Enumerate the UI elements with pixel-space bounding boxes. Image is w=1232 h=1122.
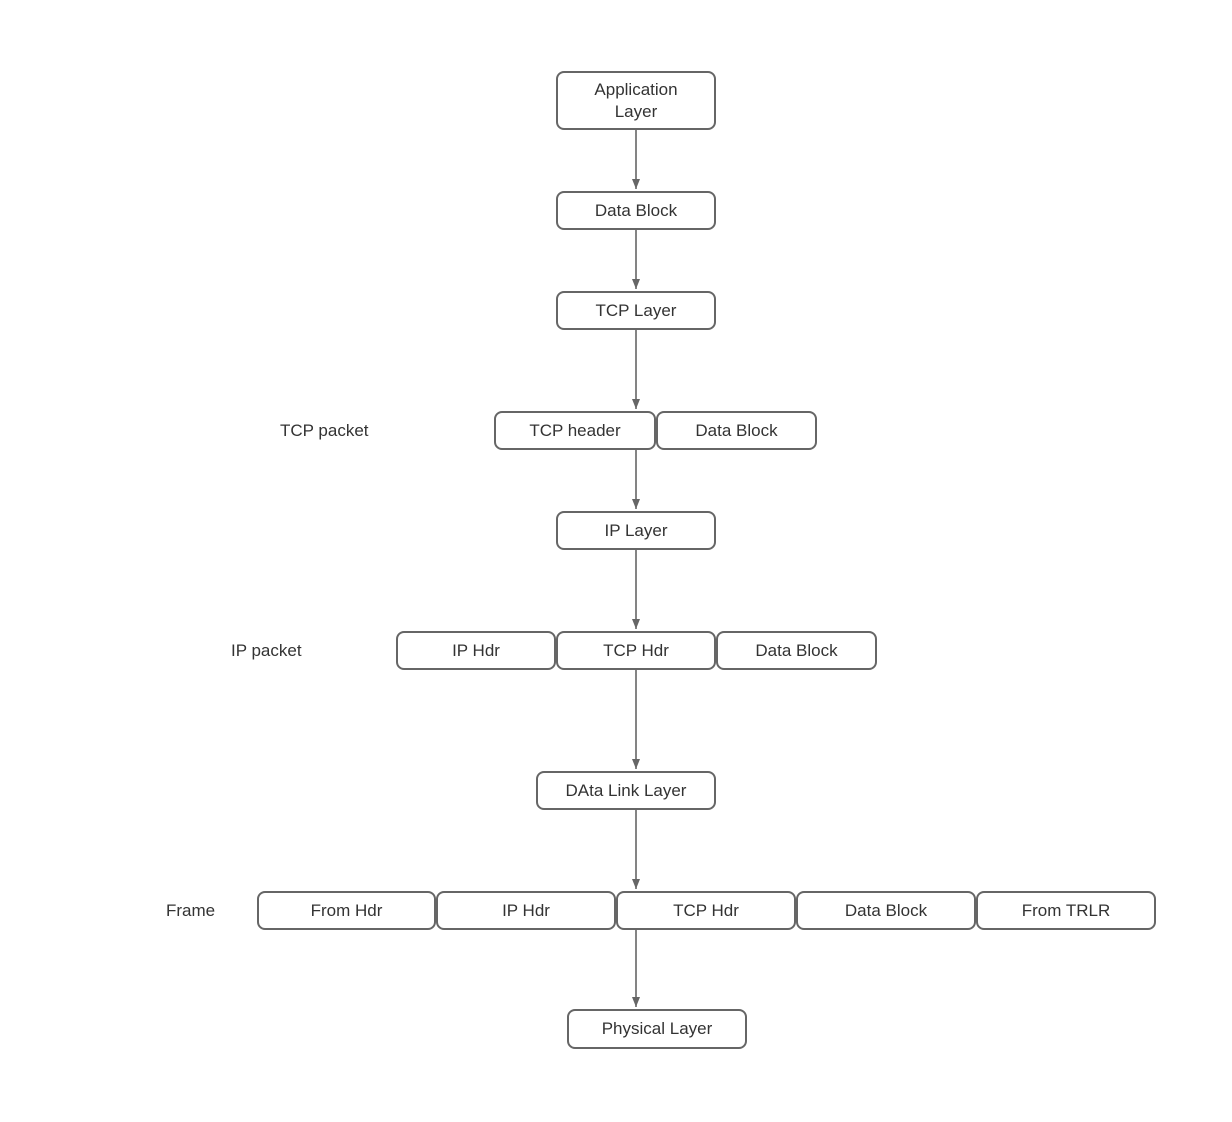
node-ip-layer: IP Layer: [556, 511, 716, 550]
node-frame-from-hdr: From Hdr: [257, 891, 436, 930]
node-frame-from-trlr: From TRLR: [976, 891, 1156, 930]
node-ip-tcp-hdr: TCP Hdr: [556, 631, 716, 670]
node-data-link-layer: DAta Link Layer: [536, 771, 716, 810]
label-ip-packet: IP packet: [231, 641, 302, 660]
node-frame-data-block: Data Block: [796, 891, 976, 930]
label-frame: Frame: [166, 901, 216, 920]
label-tcp-packet: TCP packet: [280, 421, 369, 440]
node-tcp-data-block: Data Block: [656, 411, 817, 450]
node-ip-data-block: Data Block: [716, 631, 877, 670]
node-physical-layer: Physical Layer: [567, 1009, 747, 1049]
node-application-layer: Application Layer: [556, 71, 716, 130]
node-frame-tcp-hdr: TCP Hdr: [616, 891, 796, 930]
node-tcp-header: TCP header: [494, 411, 656, 450]
node-ip-hdr: IP Hdr: [396, 631, 556, 670]
node-tcp-layer: TCP Layer: [556, 291, 716, 330]
node-app-data-block: Data Block: [556, 191, 716, 230]
node-frame-ip-hdr: IP Hdr: [436, 891, 616, 930]
